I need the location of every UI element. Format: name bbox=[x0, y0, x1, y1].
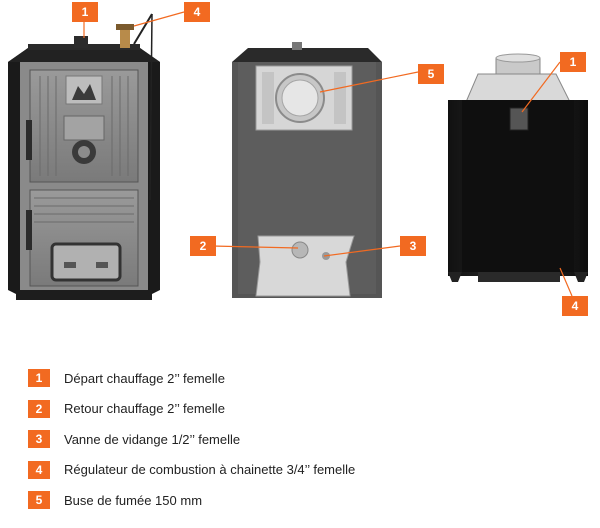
callout-back-5: 5 bbox=[418, 64, 444, 84]
legend-badge: 1 bbox=[28, 369, 50, 387]
callout-label: 1 bbox=[82, 5, 89, 19]
legend-badge: 5 bbox=[28, 491, 50, 509]
legend-text: Vanne de vidange 1/2’’ femelle bbox=[64, 431, 241, 447]
back-view bbox=[232, 42, 382, 298]
legend-item-1: 1 Départ chauffage 2’’ femelle bbox=[28, 368, 588, 388]
callout-label: 5 bbox=[428, 67, 435, 81]
callout-label: 3 bbox=[410, 239, 417, 253]
callout-label: 4 bbox=[194, 5, 201, 19]
legend-badge: 2 bbox=[28, 399, 50, 418]
legend-item-3: 3 Vanne de vidange 1/2’’ femelle bbox=[28, 429, 588, 449]
callout-side-4: 4 bbox=[562, 296, 588, 316]
boiler-diagram: 1 4 5 2 3 1 4 bbox=[8, 2, 588, 316]
legend-text: Régulateur de combustion à chainette 3/4… bbox=[64, 462, 356, 477]
leader-lines bbox=[83, 11, 573, 297]
callout-front-4: 4 bbox=[184, 2, 210, 22]
legend-badge: 4 bbox=[28, 460, 50, 479]
callout-label: 2 bbox=[200, 239, 207, 253]
callout-label: 4 bbox=[572, 299, 579, 313]
legend-item-4: 4 Régulateur de combustion à chainette 3… bbox=[28, 460, 588, 480]
legend-text: Retour chauffage 2’’ femelle bbox=[64, 401, 225, 416]
legend-badge: 3 bbox=[28, 430, 50, 448]
legend-item-2: 2 Retour chauffage 2’’ femelle bbox=[28, 399, 588, 419]
callout-back-2: 2 bbox=[190, 236, 216, 256]
legend: 1 Départ chauffage 2’’ femelle 2 Retour … bbox=[28, 368, 588, 521]
legend-text: Buse de fumée 150 mm bbox=[64, 492, 203, 508]
side-view bbox=[448, 53, 588, 282]
callout-side-1: 1 bbox=[560, 52, 586, 72]
callout-front-1: 1 bbox=[72, 2, 98, 22]
legend-text: Départ chauffage 2’’ femelle bbox=[64, 370, 225, 386]
callout-label: 1 bbox=[570, 55, 577, 69]
legend-item-5: 5 Buse de fumée 150 mm bbox=[28, 490, 588, 510]
callout-back-3: 3 bbox=[400, 236, 426, 256]
front-view bbox=[8, 13, 160, 300]
